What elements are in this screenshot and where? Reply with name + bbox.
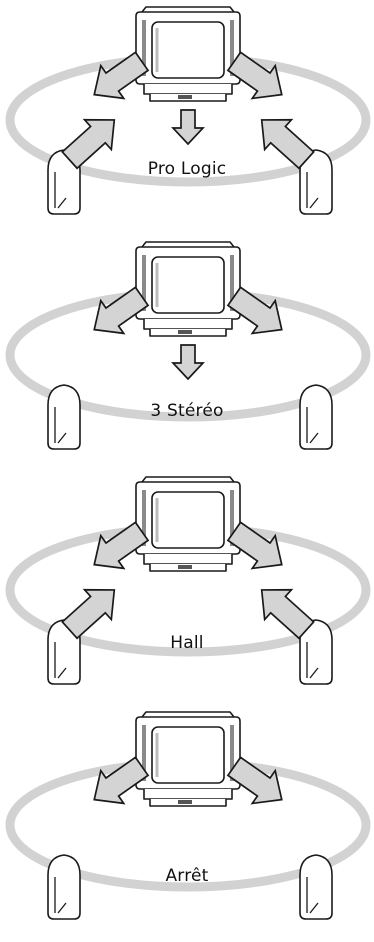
- hall-tv-base: [143, 554, 233, 565]
- arret-speaker-right: [299, 854, 333, 920]
- 3-stereo-speaker-left-diag: [57, 432, 67, 444]
- pro-logic-front-left-arrow: [93, 51, 150, 100]
- arret-speaker-right-body: [299, 854, 333, 920]
- mode-panel-hall: Hall: [0, 470, 374, 705]
- arret-speaker-left: [47, 854, 81, 920]
- hall-front-right-arrow: [226, 521, 283, 570]
- hall-speaker-right-diag: [309, 667, 319, 679]
- hall-rear-right-arrow: [260, 588, 315, 640]
- pro-logic-rear-left-arrow: [61, 118, 116, 170]
- hall-rear-left-arrow: [61, 588, 116, 640]
- pro-logic-speaker-left: [47, 149, 81, 215]
- mode-panel-pro-logic: Pro Logic: [0, 0, 374, 235]
- 3-stereo-front-left-arrow: [93, 286, 150, 335]
- pro-logic-tv-top-bevel: [141, 6, 235, 13]
- hall-speaker-left-body: [47, 619, 81, 685]
- arret-tv-base: [143, 789, 233, 800]
- pro-logic-tv-button: [178, 95, 192, 99]
- 3-stereo-tv-base: [143, 319, 233, 330]
- arret-front-left-arrow: [93, 756, 150, 805]
- hall-speaker-left: [47, 619, 81, 685]
- 3-stereo-front-right-arrow: [226, 286, 283, 335]
- hall-tv-button: [178, 565, 192, 569]
- 3-stereo-speaker-left-body: [47, 384, 81, 450]
- mode-panel-3-stereo: 3 Stéréo: [0, 235, 374, 470]
- hall-tv-icon: [135, 476, 241, 572]
- 3-stereo-tv-cabinet: [135, 246, 241, 320]
- mode-panel-arret: Arrêt: [0, 705, 374, 940]
- pro-logic-front-right-arrow: [226, 51, 283, 100]
- pro-logic-speaker-left-diag: [57, 197, 67, 209]
- arret-tv-button: [178, 800, 192, 804]
- hall-tv-cabinet: [135, 481, 241, 555]
- hall-tv-top-bevel: [141, 476, 235, 483]
- pro-logic-tv-screen: [151, 21, 225, 79]
- hall-tv-screen: [151, 491, 225, 549]
- hall-speaker-left-diag: [57, 667, 67, 679]
- 3-stereo-tv-top-bevel: [141, 241, 235, 248]
- 3-stereo-speaker-right: [299, 384, 333, 450]
- arret-tv-icon: [135, 711, 241, 807]
- arret-tv-cabinet: [135, 716, 241, 790]
- 3-stereo-speaker-left: [47, 384, 81, 450]
- hall-scene-graphic: [5, 476, 371, 685]
- mode-label-arret: Arrêt: [165, 866, 209, 886]
- 3-stereo-speaker-right-diag: [309, 432, 319, 444]
- pro-logic-rear-right-arrow: [260, 118, 315, 170]
- 3-stereo-tv-screen: [151, 256, 225, 314]
- pro-logic-speaker-left-body: [47, 149, 81, 215]
- mode-label-hall: Hall: [170, 633, 204, 653]
- mode-label-pro-logic: Pro Logic: [147, 159, 227, 179]
- 3-stereo-center-arrow: [171, 344, 205, 381]
- 3-stereo-tv-button: [178, 330, 192, 334]
- arret-speaker-left-body: [47, 854, 81, 920]
- pro-logic-tv-base: [143, 84, 233, 95]
- arret-speaker-right-diag: [309, 902, 319, 914]
- pro-logic-scene-graphic: [5, 6, 371, 215]
- 3-stereo-speaker-right-body: [299, 384, 333, 450]
- pro-logic-tv-icon: [135, 6, 241, 102]
- arret-speaker-left-diag: [57, 902, 67, 914]
- arret-scene-graphic: [5, 711, 371, 920]
- pro-logic-speaker-right-diag: [309, 197, 319, 209]
- arret-tv-screen: [151, 726, 225, 784]
- pro-logic-tv-cabinet: [135, 11, 241, 85]
- pro-logic-center-arrow: [171, 109, 205, 146]
- mode-label-3-stereo: 3 Stéréo: [150, 401, 224, 421]
- arret-tv-top-bevel: [141, 711, 235, 718]
- hall-front-left-arrow: [93, 521, 150, 570]
- 3-stereo-scene-graphic: [5, 241, 371, 450]
- arret-front-right-arrow: [226, 756, 283, 805]
- 3-stereo-tv-icon: [135, 241, 241, 337]
